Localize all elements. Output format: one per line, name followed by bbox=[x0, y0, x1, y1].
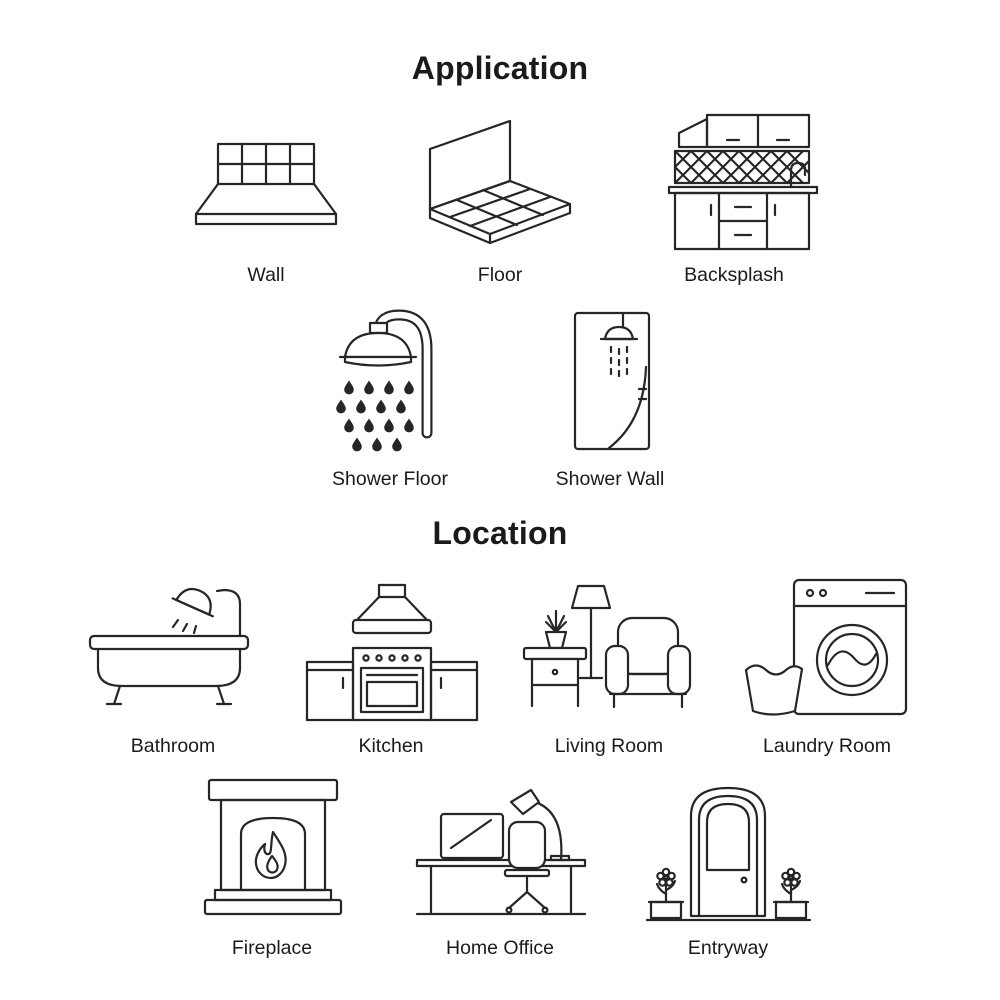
wall-tiles-icon bbox=[181, 114, 351, 254]
washing-machine-icon bbox=[730, 570, 925, 725]
item-label: Shower Wall bbox=[555, 468, 665, 490]
application-row-2: Shower Floor bbox=[0, 303, 1000, 491]
application-item-backsplash: Backsplash bbox=[646, 109, 822, 287]
item-label: Wall bbox=[247, 264, 285, 286]
application-item-wall: Wall bbox=[178, 114, 354, 287]
location-row-2: Fireplace bbox=[0, 772, 1000, 960]
item-label: Fireplace bbox=[231, 937, 313, 959]
location-item-laundry-room: Laundry Room bbox=[735, 570, 919, 758]
item-label: Floor bbox=[477, 264, 523, 286]
item-label: Shower Floor bbox=[332, 468, 448, 490]
application-item-floor: Floor bbox=[412, 109, 588, 287]
location-item-home-office: Home Office bbox=[408, 772, 592, 960]
section-title-application: Application bbox=[411, 50, 589, 86]
location-item-kitchen: Kitchen bbox=[299, 580, 483, 758]
item-label: Backsplash bbox=[684, 264, 784, 286]
armchair-lamp-icon bbox=[512, 580, 707, 725]
section-application: Application bbox=[0, 50, 1000, 491]
location-item-entryway: Entryway bbox=[636, 772, 820, 960]
location-item-living-room: Living Room bbox=[517, 580, 701, 758]
shower-wall-panel-icon bbox=[543, 303, 678, 458]
location-item-fireplace: Fireplace bbox=[180, 772, 364, 960]
item-label: Bathroom bbox=[130, 735, 216, 757]
item-label: Living Room bbox=[554, 735, 664, 757]
application-row-1: Wall bbox=[0, 109, 1000, 287]
application-item-shower-floor: Shower Floor bbox=[302, 303, 478, 491]
section-title-location: Location bbox=[432, 515, 568, 551]
item-label: Laundry Room bbox=[763, 735, 891, 757]
backsplash-kitchen-icon bbox=[647, 109, 822, 254]
location-item-bathroom: Bathroom bbox=[81, 580, 265, 758]
floor-perspective-icon bbox=[415, 109, 585, 254]
bathtub-icon bbox=[76, 580, 271, 725]
section-location: Location bbox=[0, 515, 1000, 960]
application-item-shower-wall: Shower Wall bbox=[522, 303, 698, 491]
item-label: Home Office bbox=[445, 937, 554, 959]
item-label: Kitchen bbox=[358, 735, 424, 757]
location-row-1: Bathroom bbox=[0, 570, 1000, 758]
fireplace-icon bbox=[185, 772, 360, 927]
stove-hood-icon bbox=[299, 580, 484, 725]
arched-door-flowers-icon bbox=[641, 772, 816, 927]
desk-monitor-chair-icon bbox=[403, 772, 598, 927]
shower-head-drops-icon bbox=[315, 303, 465, 458]
item-label: Entryway bbox=[687, 937, 769, 959]
